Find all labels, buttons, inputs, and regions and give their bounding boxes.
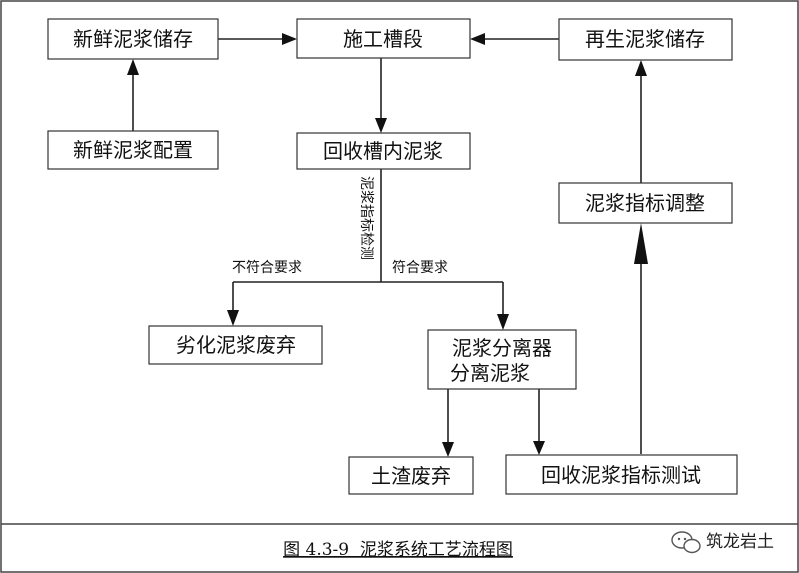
watermark: 筑龙岩土 [671,531,774,554]
box-separator-label-line1: 泥浆分离器 [452,336,552,360]
box-degraded-disposal-label: 劣化泥浆废弃 [176,333,296,357]
arrowhead [227,310,239,326]
box-regen-storage-label: 再生泥浆储存 [585,27,705,51]
arrowhead [282,33,297,45]
arrowhead [127,59,139,75]
arrowhead [533,441,545,455]
label-vertical-inspection: 泥浆指标检测 [358,176,374,260]
box-soil-disposal: 土渣废弃 [348,456,474,495]
watermark-text: 筑龙岩土 [706,532,774,552]
box-trench-section: 施工槽段 [296,18,471,59]
box-fresh-storage-label: 新鲜泥浆储存 [73,27,193,51]
box-separator: 泥浆分离器 分离泥浆 [427,329,577,390]
box-trench-section-label: 施工槽段 [343,27,423,51]
box-regen-storage: 再生泥浆储存 [558,18,733,61]
box-soil-disposal-label: 土渣废弃 [371,464,451,488]
label-not-meet: 不符合要求 [232,260,302,276]
label-meets: 符合要求 [392,260,448,276]
box-degraded-disposal: 劣化泥浆废弃 [148,325,323,365]
arrowhead [375,118,387,133]
arrowhead [497,314,509,330]
box-fresh-config: 新鲜泥浆配置 [47,130,219,170]
box-recycled-in-trench: 回收槽内泥浆 [296,132,471,170]
figure-caption: 图 4.3-9 泥浆系统工艺流程图 [283,540,513,560]
arrowhead [442,442,454,457]
box-recycled-test-label: 回收泥浆指标测试 [541,463,701,487]
box-mud-index-adjust-label: 泥浆指标调整 [585,191,705,215]
box-separator-label-line2: 分离泥浆 [450,361,530,385]
arrowhead [470,33,485,45]
box-recycled-test: 回收泥浆指标测试 [505,454,738,495]
box-mud-index-adjust: 泥浆指标调整 [558,182,733,224]
box-recycled-in-trench-label: 回收槽内泥浆 [323,139,443,163]
box-fresh-config-label: 新鲜泥浆配置 [73,138,193,162]
arrowhead [634,223,648,264]
wechat-bubble-icon [671,531,701,554]
box-fresh-storage: 新鲜泥浆储存 [47,18,219,60]
arrowhead [635,60,647,76]
